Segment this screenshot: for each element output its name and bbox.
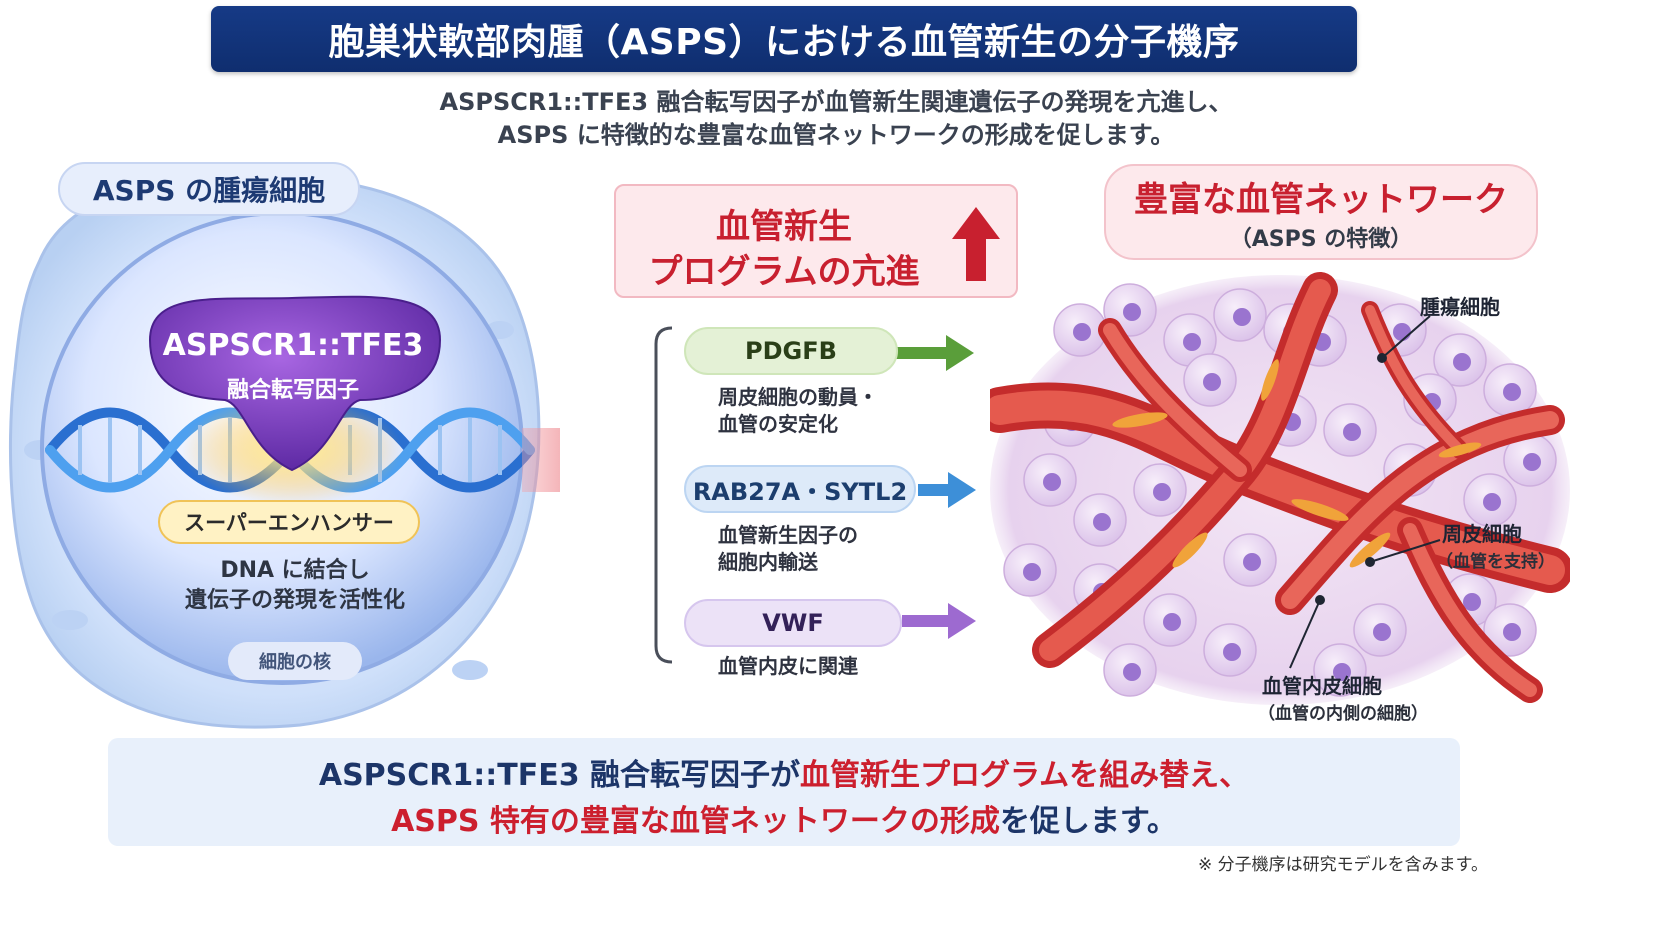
subtitle-line-2: ASPS に特徴的な豊富な血管ネットワークの形成を促します。 [497, 121, 1175, 149]
tumor-cell-nucleus [1073, 323, 1091, 341]
gene-vwf-desc-line-1: 血管内皮に関連 [718, 654, 858, 678]
tumor-cell-nucleus [1343, 423, 1361, 441]
page-title: 胞巣状軟部肉腫（ASPS）における血管新生の分子機序 [328, 22, 1240, 63]
tumor-cell-nucleus [1393, 323, 1411, 341]
summary-line-1-a: ASPSCR1::TFE3 融合転写因子が [318, 758, 801, 793]
program-box [614, 184, 1018, 298]
bracket [654, 326, 673, 664]
dna-caption: DNA に結合し 遺伝子の発現を活性化 [130, 556, 460, 616]
tumor-cell-nucleus [1523, 453, 1541, 471]
pericytes [1112, 359, 1482, 568]
leader-lines [1289, 315, 1441, 669]
summary-line-2-a: ASPS 特有の豊富な血管ネットワークの形成 [391, 804, 1000, 839]
pdgfb-arrow [894, 335, 974, 371]
tumor-cell-nucleus [1233, 308, 1251, 326]
vwf-arrow [902, 603, 976, 639]
subtitle-line-1: ASPSCR1::TFE3 融合転写因子が血管新生関連遺伝子の発現を亢進し、 [439, 88, 1233, 116]
main-arrow [522, 428, 560, 492]
gene-vwf-desc: 血管内皮に関連 [718, 653, 858, 680]
tumor-cell-nucleus [1163, 613, 1181, 631]
tumor-cell-nucleus [1153, 483, 1171, 501]
tumor-cell-nucleus [1483, 493, 1501, 511]
tumor-cell-nucleus [1463, 593, 1481, 611]
network-heading-box [1104, 164, 1538, 260]
up-arrow-icon [952, 207, 1000, 281]
tumor-cell-nucleus [1123, 663, 1141, 681]
tumor-cell-nucleus [1223, 643, 1241, 661]
label-endothelial-sub: （血管の内側の細胞） [1258, 704, 1428, 724]
program-title-line-1: 血管新生 [716, 207, 852, 247]
gene-connectors [654, 326, 976, 664]
fusion-protein-sub: 融合転写因子 [226, 378, 359, 403]
tumor-cell-nucleus [1373, 623, 1391, 641]
tumor-cell-nucleus [1093, 513, 1111, 531]
summary-line-2: ASPS 特有の豊富な血管ネットワークの形成を促します。 [108, 796, 1460, 840]
gene-pdgfb-desc: 周皮細胞の動員・ 血管の安定化 [718, 384, 878, 438]
tumor-cell-nucleus [1243, 553, 1261, 571]
gene-pdgfb-desc-line-2: 血管の安定化 [718, 412, 838, 436]
tumor-cell-nucleus [1503, 623, 1521, 641]
tumor-cell-illustration [8, 176, 560, 729]
summary-box [108, 738, 1460, 846]
gene-rab27a-desc-line-2: 細胞内輸送 [718, 550, 818, 574]
title-banner: 胞巣状軟部肉腫（ASPS）における血管新生の分子機序 [211, 6, 1357, 72]
tumor-cell-nucleus [1123, 303, 1141, 321]
tumor-cell-nucleus [1203, 373, 1221, 391]
dna-caption-line-2: 遺伝子の発現を活性化 [184, 588, 405, 613]
summary-line-1: ASPSCR1::TFE3 融合転写因子が血管新生プログラムを組み替え、 [108, 750, 1460, 794]
gene-rab27a-desc: 血管新生因子の 細胞内輸送 [718, 522, 858, 576]
tumor-cell-nucleus [1023, 563, 1041, 581]
nucleus-label: 細胞の核 [228, 642, 362, 680]
summary-line-2-b: を促します。 [999, 804, 1177, 839]
tumor-cell-nucleus [1333, 663, 1351, 681]
fusion-protein-name: ASPSCR1::TFE3 [162, 328, 424, 363]
tumor-cell-nucleus [1183, 333, 1201, 351]
label-pericyte: 周皮細胞 [1442, 522, 1522, 546]
summary-line-1-b: 血管新生プログラムを組み替え、 [800, 758, 1250, 793]
fusion-protein [148, 295, 442, 472]
blood-vessels [990, 272, 1570, 703]
gene-rab27a-sytl2: RAB27A・SYTL2 [684, 465, 916, 513]
gene-vwf: VWF [684, 599, 902, 647]
tumor-cell-heading: ASPS の腫瘍細胞 [58, 162, 360, 216]
tumor-cell-nucleus [1453, 353, 1471, 371]
program-title-line-2: プログラムの亢進 [648, 252, 920, 292]
tumor-cell-nucleus [1503, 383, 1521, 401]
footnote: ※ 分子機序は研究モデルを含みます。 [1198, 855, 1488, 875]
dna-caption-line-1: DNA に結合し [220, 558, 370, 583]
rab27a-arrow [918, 472, 976, 508]
tumor-cell-nucleus [1043, 473, 1061, 491]
network-title: 豊富な血管ネットワーク [1134, 180, 1508, 220]
label-tumor-cell: 腫瘍細胞 [1420, 295, 1500, 319]
subtitle: ASPSCR1::TFE3 融合転写因子が血管新生関連遺伝子の発現を亢進し、 A… [0, 86, 1672, 152]
gene-pdgfb-desc-line-1: 周皮細胞の動員・ [718, 385, 878, 409]
label-pericyte-sub: （血管を支持） [1436, 552, 1555, 572]
gene-rab27a-desc-line-1: 血管新生因子の [718, 523, 858, 547]
network-subtitle: （ASPS の特徴） [1229, 227, 1413, 252]
label-endothelial: 血管内皮細胞 [1262, 674, 1382, 698]
vessel-network-illustration [990, 272, 1570, 705]
gene-pdgfb: PDGFB [684, 327, 898, 375]
super-enhancer-label: スーパーエンハンサー [158, 500, 420, 544]
